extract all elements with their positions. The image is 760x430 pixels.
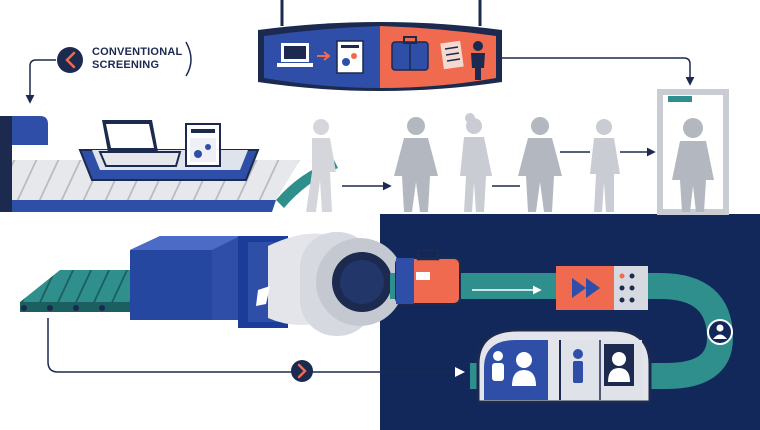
bottom-flow-arrowhead	[455, 367, 465, 377]
chevron-right-icon	[297, 363, 307, 379]
label-line-2: SCREENING	[92, 59, 160, 71]
flow-left-line	[25, 59, 56, 104]
sign-liquids-bag-icon	[336, 40, 364, 74]
bottom-flow-line	[47, 318, 462, 373]
label-line-1: CONVENTIONAL	[92, 46, 183, 58]
pod-person-3	[573, 349, 583, 383]
header-bracket	[185, 41, 192, 77]
pod-person-1	[492, 351, 504, 381]
pod-person-2	[512, 352, 536, 386]
conventional-screening-label: CONVENTIONAL SCREENING	[92, 46, 182, 72]
flow-right-line	[502, 57, 695, 86]
person-badge-node[interactable]	[707, 319, 733, 345]
person-badge-icon	[713, 324, 727, 339]
sign-person-icon	[471, 41, 485, 80]
scanned-bag-icon	[395, 248, 461, 305]
queue-person-2	[394, 117, 438, 212]
sign-suitcase-icon	[391, 36, 429, 71]
pod-person-4	[604, 344, 634, 386]
overhead-sign	[258, 0, 502, 91]
tray-liquids-bag-icon	[185, 123, 221, 167]
forward-button[interactable]	[291, 360, 313, 382]
sign-laptop-icon	[277, 43, 313, 67]
tray-laptop-icon	[98, 120, 182, 167]
fast-track-unit	[556, 266, 648, 310]
queue-person-3	[460, 113, 492, 212]
back-button[interactable]	[57, 47, 83, 73]
detector-person	[672, 118, 714, 212]
sign-arrow-icon	[317, 51, 331, 61]
teal-feed-conveyor	[20, 270, 150, 312]
fast-forward-icon	[572, 278, 600, 298]
queue-person-1	[306, 119, 336, 212]
ct-scanner	[130, 232, 404, 336]
chevron-left-icon	[65, 51, 76, 69]
queue-person-4	[518, 117, 562, 212]
sign-documents-icon	[440, 40, 464, 70]
queue-person-5	[590, 119, 620, 212]
metal-detector	[657, 89, 729, 215]
